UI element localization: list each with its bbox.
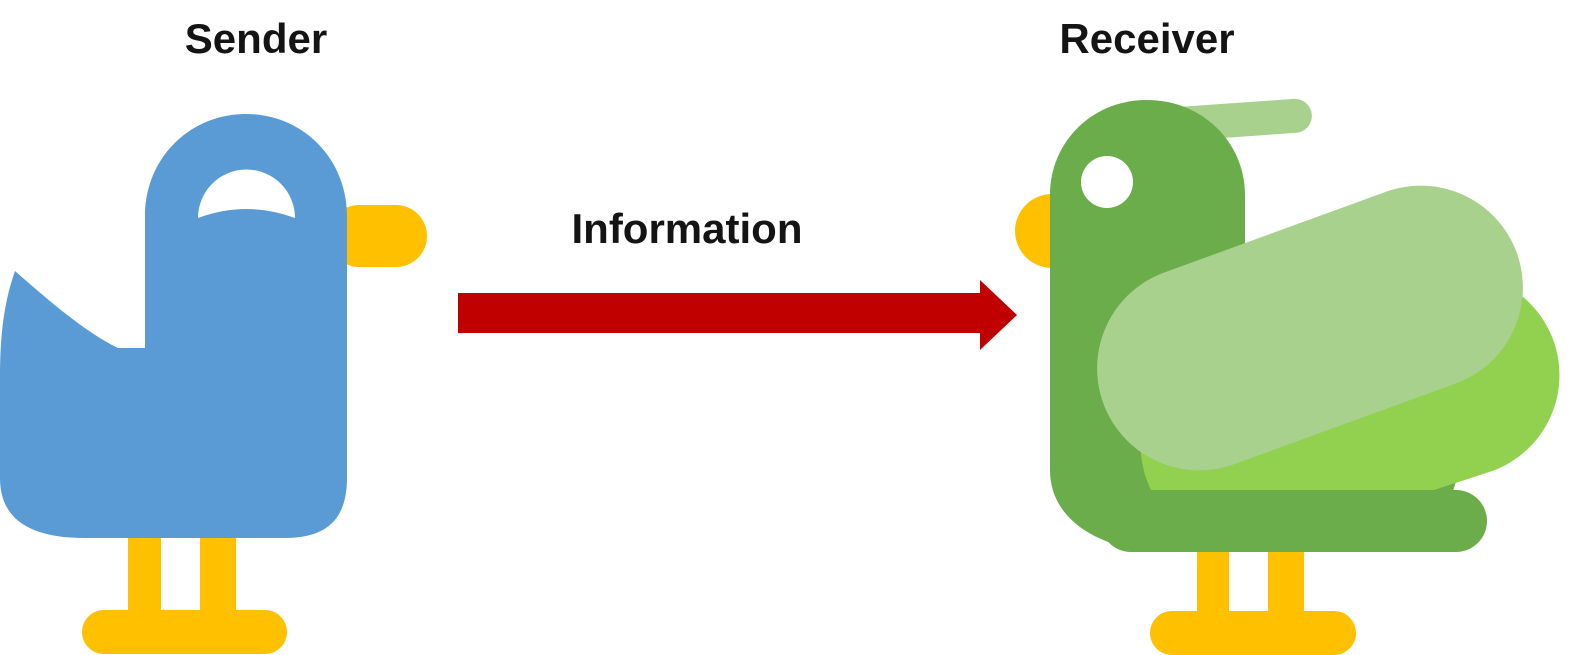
sender-eye-icon	[198, 169, 295, 218]
receiver-left-leg-icon	[1197, 542, 1229, 617]
receiver-foot-icon	[1150, 611, 1356, 655]
receiver-label: Receiver	[1059, 15, 1235, 62]
sender-left-leg-icon	[128, 522, 161, 617]
receiver-right-leg-icon	[1268, 542, 1304, 617]
green-duck-icon	[1015, 98, 1560, 655]
sender-body-icon	[0, 114, 347, 538]
receiver-eye-icon	[1081, 156, 1133, 208]
sender-label: Sender	[184, 15, 328, 62]
sender-right-leg-icon	[200, 522, 236, 617]
blue-bird-icon	[0, 114, 427, 654]
receiver-wing-icon	[1097, 185, 1523, 471]
sender-beak-icon	[328, 205, 427, 267]
sender-foot-icon	[82, 610, 287, 654]
receiver-underbody-icon	[1100, 490, 1487, 552]
information-label: Information	[571, 205, 803, 252]
information-arrow-icon	[458, 280, 1017, 350]
